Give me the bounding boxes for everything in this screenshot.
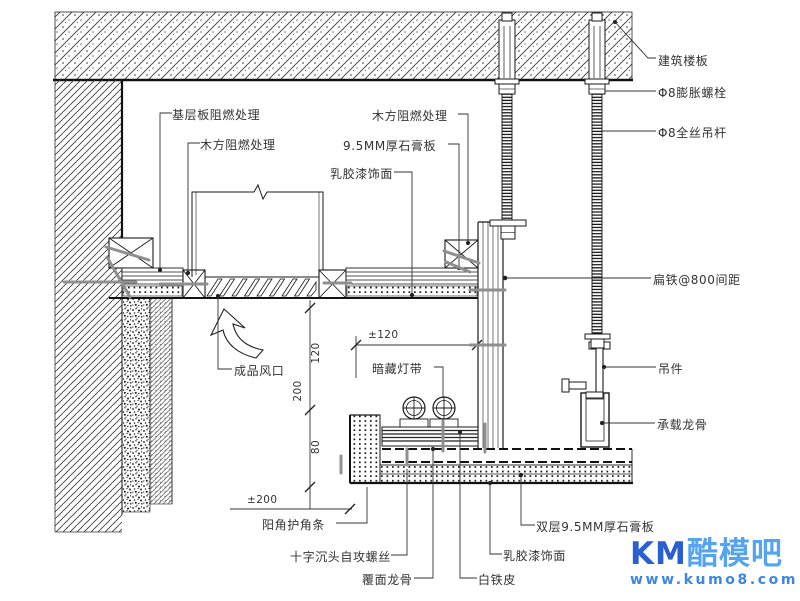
label-latex-paint-bottom: 乳胶漆饰面 bbox=[503, 549, 567, 563]
dim-pm200: ±200 bbox=[247, 494, 278, 506]
leader-lines bbox=[157, 20, 656, 579]
expansion-bolt-left bbox=[494, 12, 520, 95]
hanger-rod-right bbox=[584, 93, 611, 349]
label-expansion-bolt: Φ8膨胀螺栓 bbox=[658, 86, 727, 100]
label-tin-sheet: 白铁皮 bbox=[478, 573, 516, 587]
hanger-clip bbox=[561, 341, 611, 399]
label-gypsum-board: 9.5MM厚石膏板 bbox=[343, 139, 437, 153]
dim-200: 200 bbox=[292, 380, 304, 402]
dimension-lines bbox=[230, 300, 483, 515]
light-fixtures bbox=[399, 396, 459, 428]
label-hanger-rod: Φ8全丝吊杆 bbox=[658, 126, 727, 140]
label-self-tapping-screw: 十字沉头自攻螺丝 bbox=[290, 550, 391, 564]
vent-arrow bbox=[209, 308, 265, 359]
label-hanger: 吊件 bbox=[658, 362, 684, 376]
label-double-gypsum: 双层9.5MM厚石膏板 bbox=[536, 520, 655, 534]
wall-section bbox=[54, 80, 173, 533]
label-wood-fireproof-mid: 木方阻燃处理 bbox=[372, 109, 448, 123]
ceiling-band bbox=[108, 183, 479, 299]
fascia-boards bbox=[477, 221, 504, 448]
dim-120: 120 bbox=[310, 342, 322, 364]
concrete-slab bbox=[53, 11, 633, 82]
label-latex-paint-top: 乳胶漆饰面 bbox=[330, 167, 394, 181]
watermark: KM酷模吧 www.kumo8.com bbox=[630, 537, 798, 588]
screws bbox=[62, 245, 507, 475]
carrier-channel bbox=[580, 392, 610, 448]
expansion-bolt-right bbox=[584, 12, 610, 95]
label-flat-iron: 扁铁@800间距 bbox=[653, 273, 741, 287]
label-furring-keel: 覆面龙骨 bbox=[362, 573, 413, 587]
label-hidden-light: 暗藏灯带 bbox=[372, 362, 423, 376]
watermark-brand-rest: 酷模吧 bbox=[686, 536, 783, 572]
label-base-board-fireproof: 基层板阻燃处理 bbox=[172, 108, 261, 122]
label-load-keel: 承载龙骨 bbox=[657, 418, 708, 432]
dim-80: 80 bbox=[310, 439, 322, 455]
hanger-rod-left bbox=[489, 93, 527, 240]
watermark-km: KM bbox=[630, 536, 687, 572]
watermark-url: www.kumo8.com bbox=[630, 572, 799, 589]
label-wood-fireproof-left: 木方阻燃处理 bbox=[200, 138, 276, 152]
label-building-slab: 建筑楼板 bbox=[658, 54, 709, 68]
watermark-brand: KM酷模吧 bbox=[630, 537, 798, 571]
label-air-vent: 成品风口 bbox=[234, 364, 285, 378]
label-corner-bead: 阳角护角条 bbox=[262, 518, 326, 532]
dim-pm120: ±120 bbox=[368, 329, 399, 341]
